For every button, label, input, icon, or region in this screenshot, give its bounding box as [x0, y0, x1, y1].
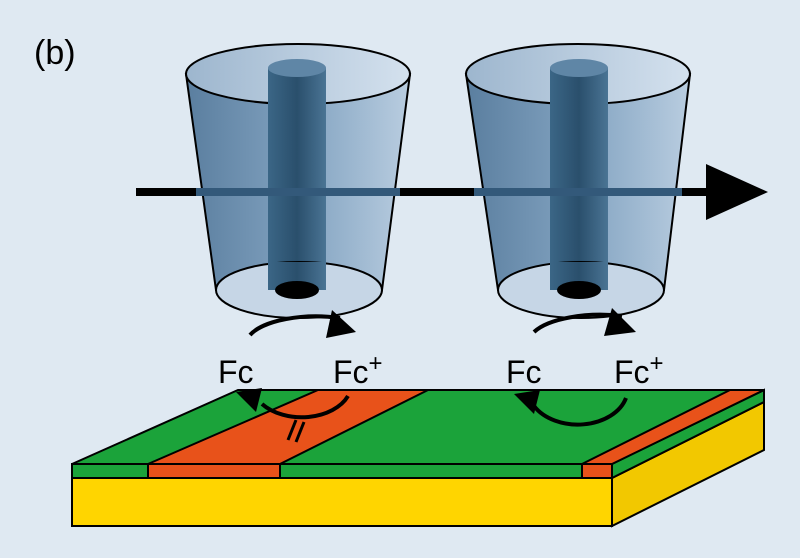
- fc-plus-label-left: Fc+: [333, 350, 383, 390]
- fc-label-left: Fc: [218, 354, 254, 390]
- channel-top: [550, 59, 608, 77]
- fc-plus-charge-right: +: [650, 350, 664, 377]
- fc-label-right: Fc: [506, 354, 542, 390]
- fc-plus-charge-left: +: [369, 350, 383, 377]
- probe-tip-left: [184, 43, 412, 319]
- insulator-edge-front: [581, 463, 613, 479]
- channel-opening: [275, 281, 319, 299]
- cone-channel: [268, 68, 326, 288]
- insulator-stripe-front: [147, 463, 281, 479]
- substrate-front-face: [71, 477, 613, 527]
- channel-top: [268, 59, 326, 77]
- fc-plus-base-left: Fc: [333, 354, 369, 390]
- redox-cycle-icon: [514, 308, 636, 427]
- arrow-right-icon: [136, 164, 768, 220]
- probe-tip-right: [464, 43, 692, 319]
- cone-channel: [550, 68, 608, 288]
- substrate: [71, 388, 765, 528]
- blocked-cycle-icon: [236, 310, 356, 443]
- fc-plus-base-right: Fc: [614, 354, 650, 390]
- fc-plus-label-right: Fc+: [614, 350, 664, 390]
- panel-label: (b): [34, 34, 76, 72]
- channel-opening: [557, 281, 601, 299]
